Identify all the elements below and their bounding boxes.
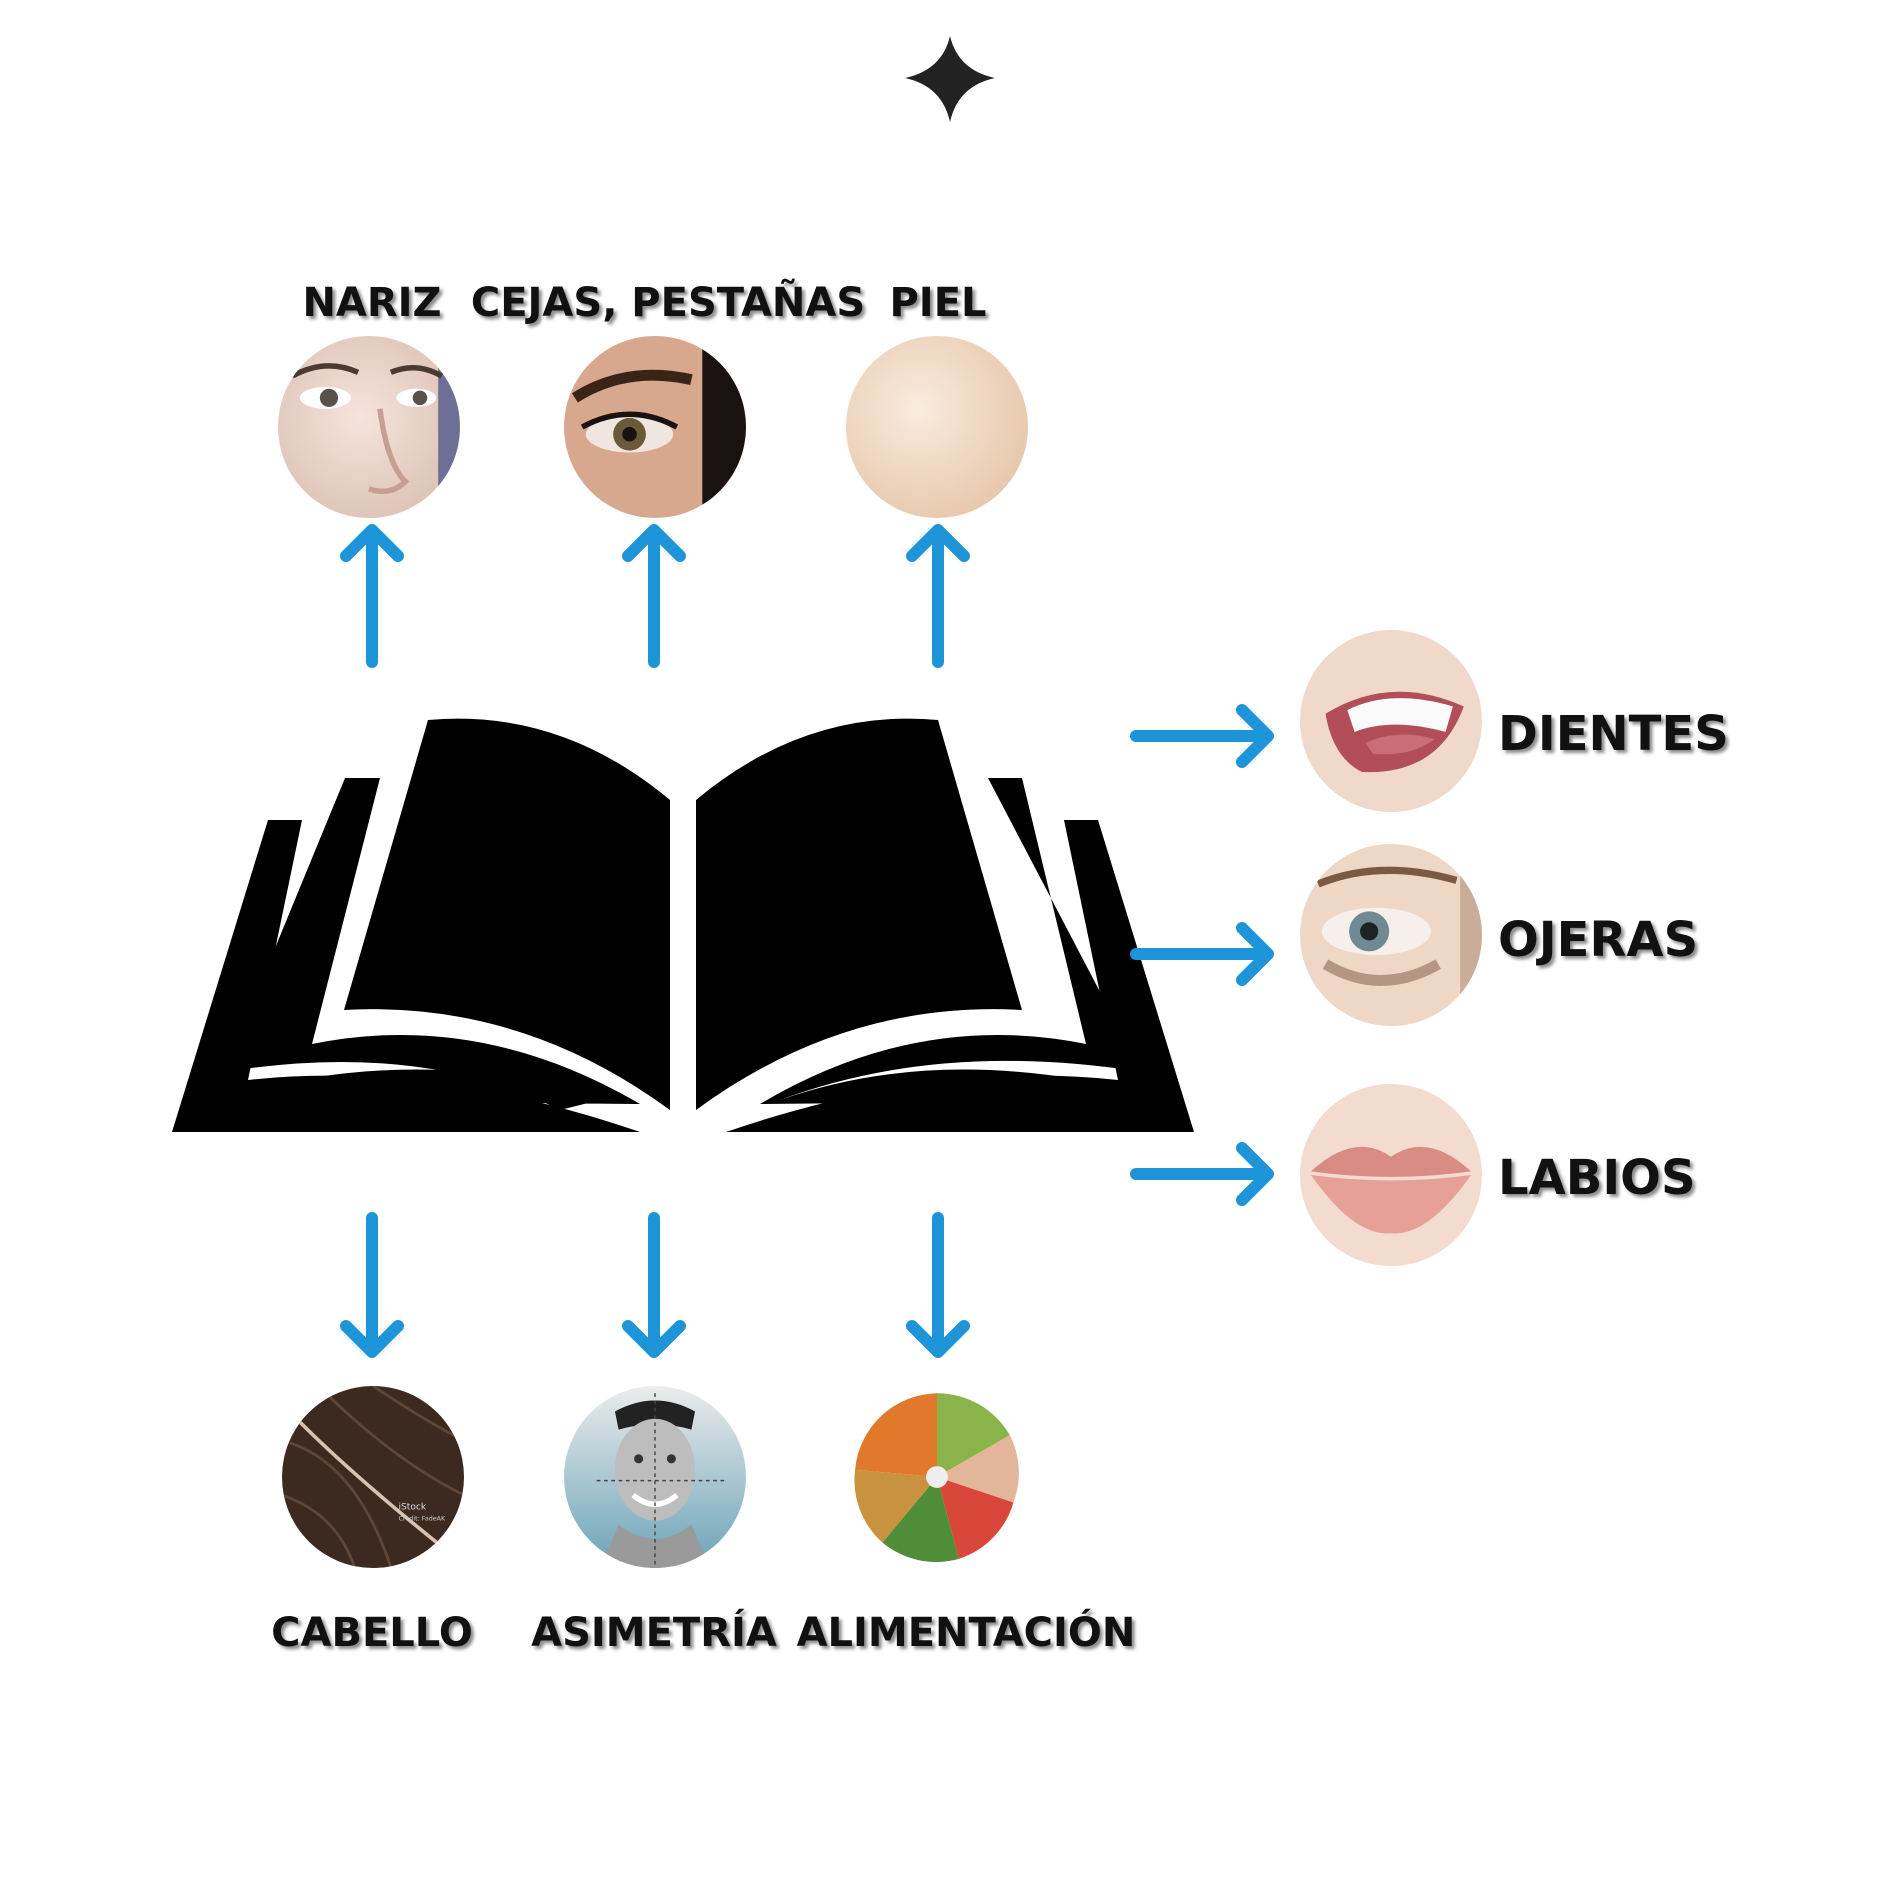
label-nariz: NARIZ xyxy=(302,280,442,326)
piel-photo xyxy=(846,336,1028,518)
arrow-down-cabello xyxy=(340,1212,404,1358)
arrows-right xyxy=(1130,704,1274,1206)
label-cejas-pestanas: CEJAS, PESTAÑAS xyxy=(470,280,866,326)
cejas-pestanas-photo xyxy=(564,336,746,518)
label-cabello: CABELLO xyxy=(271,1610,473,1656)
arrow-right-ojeras xyxy=(1130,922,1274,986)
nariz-photo xyxy=(278,336,460,518)
arrow-down-asimetria xyxy=(622,1212,686,1358)
dientes-photo xyxy=(1300,630,1482,812)
alimentacion-photo xyxy=(846,1386,1028,1568)
asimetria-photo xyxy=(564,1386,746,1568)
label-asimetria: ASIMETRÍA xyxy=(531,1610,777,1656)
arrows-down xyxy=(340,1212,970,1358)
svg-text:iStock: iStock xyxy=(398,1503,426,1513)
label-ojeras: OJERAS xyxy=(1498,912,1699,968)
arrow-up-cejas xyxy=(622,524,686,668)
arrow-right-dientes xyxy=(1130,704,1274,768)
arrow-right-labios xyxy=(1130,1142,1274,1206)
open-book-icon xyxy=(172,718,1194,1132)
svg-text:Credit: FadeAK: Credit: FadeAK xyxy=(398,1515,446,1523)
label-labios: LABIOS xyxy=(1498,1150,1696,1206)
four-point-star-icon xyxy=(905,36,995,122)
labios-photo xyxy=(1300,1084,1482,1266)
cabello-photo: iStock Credit: FadeAK xyxy=(282,1386,464,1568)
label-piel: PIEL xyxy=(889,280,987,326)
arrow-up-nariz xyxy=(340,524,404,668)
arrow-down-alimentacion xyxy=(906,1212,970,1358)
arrows-up xyxy=(340,524,970,668)
label-dientes: DIENTES xyxy=(1498,706,1729,762)
label-alimentacion: ALIMENTACIÓN xyxy=(796,1610,1136,1656)
ojeras-photo xyxy=(1300,844,1482,1026)
arrow-up-piel xyxy=(906,524,970,668)
